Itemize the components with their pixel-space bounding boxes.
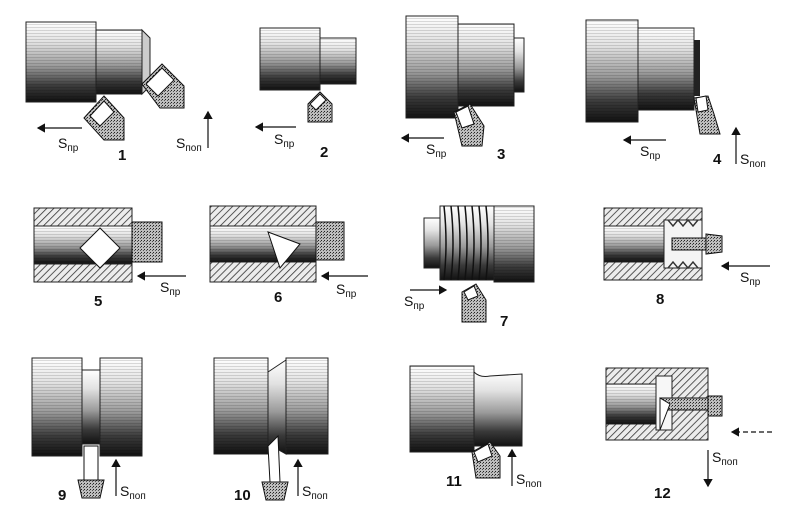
feed-label-longitudinal: Sпр xyxy=(274,131,295,150)
operation-number: 7 xyxy=(500,313,508,330)
tool-holder xyxy=(315,221,345,261)
feed-label-transverse: Sпоп xyxy=(712,449,738,468)
operation-number: 11 xyxy=(446,473,462,490)
feed-label-transverse: Sпоп xyxy=(516,471,542,490)
operation-number: 4 xyxy=(713,151,722,168)
operation-4: Sпр Sпоп 4 xyxy=(585,19,766,170)
operation-3: Sпр 3 xyxy=(400,15,525,163)
feed-label-longitudinal: Sпр xyxy=(160,279,181,298)
cutting-tool xyxy=(307,91,333,123)
cutting-tool xyxy=(79,227,121,269)
operation-8: Sпр 8 xyxy=(603,207,770,308)
cutting-tool xyxy=(141,63,185,109)
operation-number: 12 xyxy=(654,485,671,502)
thread-lines xyxy=(667,218,699,270)
operation-5: Sпр 5 xyxy=(33,207,186,310)
feed-label-transverse: Sпоп xyxy=(740,151,766,170)
thread-lines xyxy=(443,205,489,281)
operation-9: Sпоп 9 xyxy=(31,357,146,504)
cutting-tool xyxy=(261,434,289,501)
feed-label-longitudinal: Sпр xyxy=(404,293,425,312)
tool-holder xyxy=(131,221,163,263)
operation-number: 10 xyxy=(234,487,251,504)
operation-number: 5 xyxy=(94,293,102,310)
operation-number: 9 xyxy=(58,487,66,504)
cutting-tool xyxy=(453,103,485,147)
cutting-tool xyxy=(83,95,125,141)
operation-6: Sпр 6 xyxy=(209,205,368,306)
feed-label-transverse: Sпоп xyxy=(176,135,202,154)
feed-label-transverse: Sпоп xyxy=(302,483,328,502)
cutting-tool xyxy=(693,95,721,135)
feed-label-longitudinal: Sпр xyxy=(58,135,79,154)
operation-number: 6 xyxy=(274,289,282,306)
feed-label-longitudinal: Sпр xyxy=(426,141,447,160)
cutting-tool xyxy=(461,283,487,323)
operation-7: Sпр 7 xyxy=(404,205,535,330)
operation-number: 1 xyxy=(118,147,126,164)
operation-1: Sпр Sпоп 1 xyxy=(25,21,213,164)
feed-label-transverse: Sпоп xyxy=(120,483,146,502)
cutting-tool xyxy=(471,441,501,479)
feed-label-longitudinal: Sпр xyxy=(740,269,761,288)
feed-label-longitudinal: Sпр xyxy=(640,143,661,162)
feed-label-longitudinal: Sпр xyxy=(336,281,357,300)
operation-11: Sпоп 11 xyxy=(409,365,542,490)
operation-2: Sпр 2 xyxy=(254,27,357,161)
operation-12: Sпоп 12 xyxy=(605,367,772,502)
operation-number: 2 xyxy=(320,144,328,161)
cutting-tool xyxy=(267,231,301,270)
operation-number: 8 xyxy=(656,291,664,308)
cutting-tool xyxy=(77,445,105,499)
operation-number: 3 xyxy=(497,146,505,163)
operation-10: Sпоп 10 xyxy=(213,357,329,504)
